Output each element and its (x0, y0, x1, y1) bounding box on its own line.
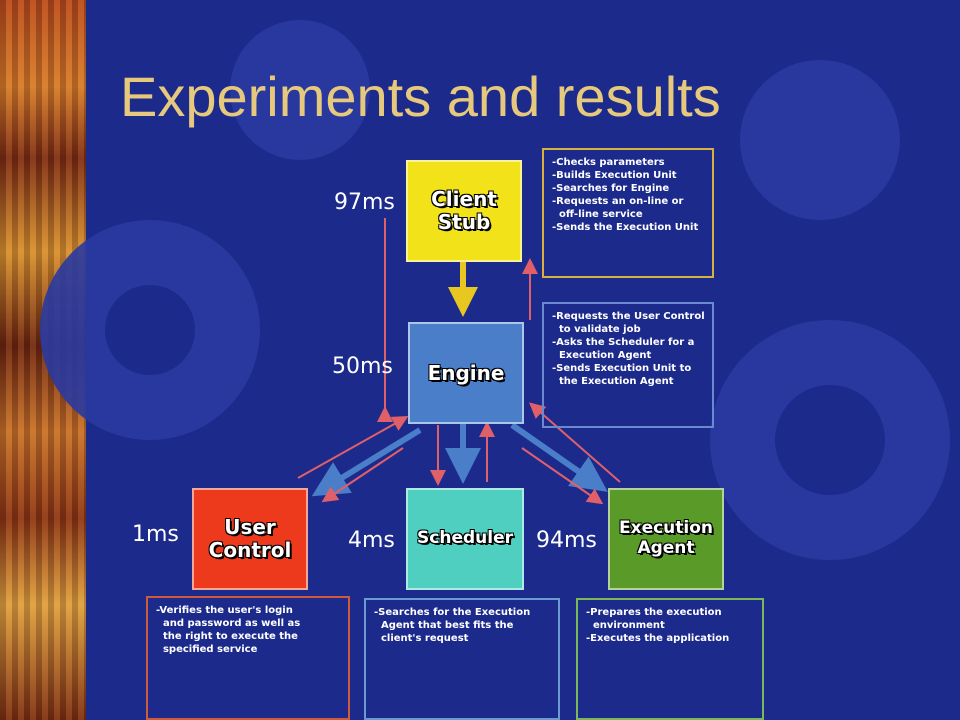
timing-scheduler: 4ms (348, 528, 395, 553)
desc-line: off-line service (552, 209, 643, 220)
timing-client-stub: 97ms (334, 190, 395, 215)
node-user-control-line2: Control (208, 538, 292, 562)
timing-execution-agent: 94ms (536, 528, 597, 553)
timing-user-control: 1ms (132, 522, 179, 547)
desc-line: -Asks the Scheduler for a (552, 337, 695, 348)
node-engine: Engine (408, 322, 524, 424)
arrow-engine-to-user-red (321, 447, 404, 503)
desc-scheduler: -Searches for the Execution Agent that b… (364, 598, 560, 720)
desc-user-control: -Verifies the user's login and password … (146, 596, 350, 720)
node-client-stub-line1: Client (431, 187, 497, 211)
timing-engine: 50ms (332, 354, 393, 379)
desc-line: to validate job (552, 324, 641, 335)
desc-line: specified service (156, 644, 258, 655)
desc-line: Agent that best fits the (374, 620, 514, 631)
arrow-agent-to-engine-red (528, 402, 621, 483)
node-client-stub: Client Stub (406, 160, 522, 262)
node-scheduler: Scheduler (406, 488, 524, 590)
node-user-control-line1: User (224, 515, 276, 539)
desc-engine: -Requests the User Control to validate j… (542, 302, 714, 428)
node-execution-agent: Execution Agent (608, 488, 724, 590)
desc-line: the Execution Agent (552, 376, 674, 387)
desc-line: -Sends the Execution Unit (552, 222, 699, 233)
desc-line: -Sends Execution Unit to (552, 363, 692, 374)
node-client-stub-line2: Stub (437, 210, 491, 234)
desc-line: and password as well as (156, 618, 301, 629)
page-title: Experiments and results (120, 65, 721, 128)
desc-line: -Requests the User Control (552, 311, 705, 322)
desc-line: -Executes the application (586, 633, 730, 644)
arrow-engine-to-agent (510, 422, 608, 492)
desc-line: -Requests an on-line or (552, 196, 684, 207)
desc-line: environment (586, 620, 665, 631)
arrow-user-to-engine-red (297, 416, 409, 479)
node-engine-line1: Engine (427, 360, 505, 385)
desc-line: -Verifies the user's login (156, 605, 293, 616)
node-user-control: User Control (192, 488, 308, 590)
node-execution-agent-line2: Agent (637, 538, 695, 558)
desc-line: -Checks parameters (552, 157, 665, 168)
node-execution-agent-line1: Execution (618, 518, 714, 539)
arrow-engine-to-user (311, 427, 422, 497)
arrow-engine-to-agent-red (521, 447, 604, 505)
desc-line: Execution Agent (552, 350, 652, 361)
desc-line: client's request (374, 633, 469, 644)
node-scheduler-line1: Scheduler (417, 528, 513, 549)
desc-line: -Prepares the execution (586, 607, 722, 618)
desc-line: the right to execute the (156, 631, 298, 642)
desc-line: -Searches for the Execution (374, 607, 531, 618)
desc-client-stub: -Checks parameters -Builds Execution Uni… (542, 148, 714, 278)
desc-line: -Builds Execution Unit (552, 170, 677, 181)
desc-execution-agent: -Prepares the execution environment -Exe… (576, 598, 764, 720)
desc-line: -Searches for Engine (552, 183, 670, 194)
